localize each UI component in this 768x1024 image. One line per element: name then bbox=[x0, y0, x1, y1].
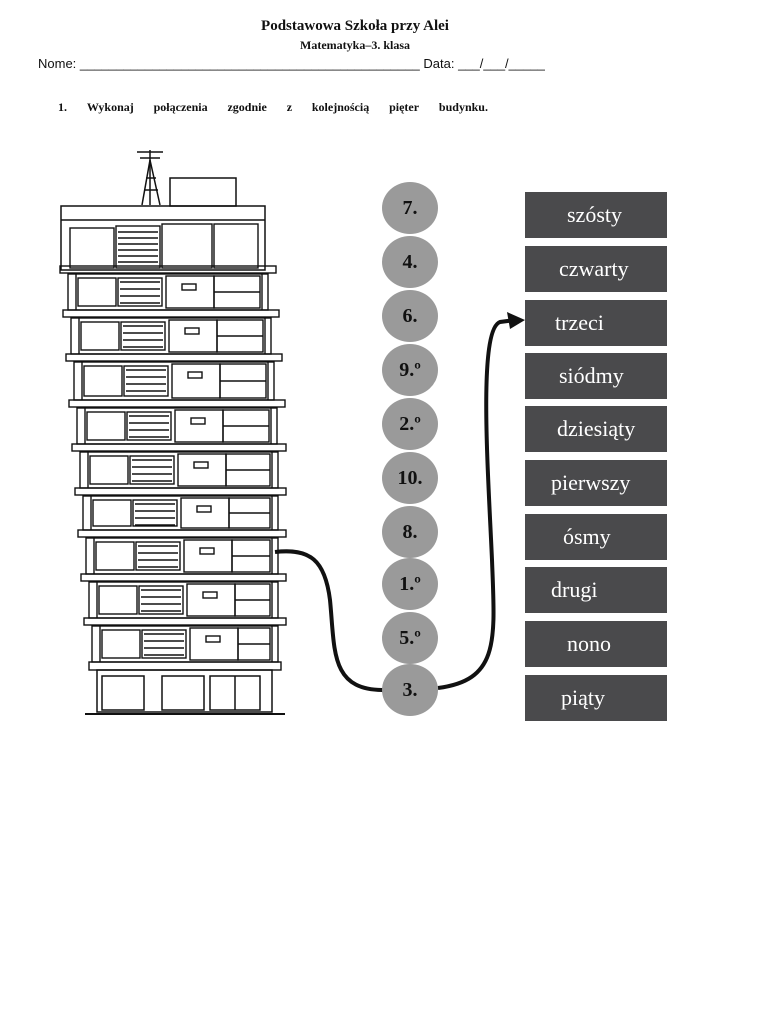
word-box[interactable]: ósmy bbox=[525, 514, 667, 560]
instruction-word: budynku. bbox=[438, 100, 488, 114]
ordinal-circle[interactable]: 1.º bbox=[382, 558, 438, 610]
connection-line-right bbox=[437, 318, 516, 690]
word-box[interactable]: nono bbox=[525, 621, 667, 667]
name-blank[interactable]: ________________________________________… bbox=[79, 56, 420, 71]
instruction-word: pięter bbox=[389, 100, 420, 114]
ordinal-circle[interactable]: 4. bbox=[382, 236, 438, 288]
connection-line-left bbox=[274, 549, 384, 692]
instruction-word: kolejnością bbox=[311, 100, 370, 114]
ordinal-circle[interactable]: 5.º bbox=[382, 612, 438, 664]
instruction-word: zgodnie bbox=[227, 100, 267, 114]
instruction-word: połączenia bbox=[153, 100, 208, 114]
word-box[interactable]: trzeci bbox=[525, 300, 667, 346]
name-date-line: Nome: __________________________________… bbox=[38, 56, 598, 71]
name-label: Nome: bbox=[38, 56, 77, 71]
word-box[interactable]: dziesiąty bbox=[525, 406, 667, 452]
ordinal-circle[interactable]: 9.º bbox=[382, 344, 438, 396]
ordinal-circle[interactable]: 7. bbox=[382, 182, 438, 234]
arrow-head bbox=[507, 312, 525, 329]
word-box[interactable]: czwarty bbox=[525, 246, 667, 292]
task-instruction: 1. Wykonaj połączenia zgodnie z kolejnoś… bbox=[58, 100, 488, 115]
roof-box bbox=[169, 177, 237, 207]
word-box[interactable]: siódmy bbox=[525, 353, 667, 399]
building-floors bbox=[59, 223, 287, 671]
school-name: Podstawowa Szkoła przy Alei bbox=[261, 18, 449, 34]
ordinal-circle[interactable]: 6. bbox=[382, 290, 438, 342]
task-number: 1. bbox=[58, 100, 67, 114]
word-box[interactable]: piąty bbox=[525, 675, 667, 721]
subject-title: Matematyka–3. klasa bbox=[300, 38, 410, 52]
date-blank[interactable]: ___/___/_____ bbox=[458, 56, 545, 71]
ordinal-circle[interactable]: 3. bbox=[382, 664, 438, 716]
date-label: Data: bbox=[423, 56, 455, 71]
word-box[interactable]: szósty bbox=[525, 192, 667, 238]
instruction-word: Wykonaj bbox=[86, 100, 134, 114]
word-box[interactable]: pierwszy bbox=[525, 460, 667, 506]
instruction-word: z bbox=[286, 100, 293, 114]
word-box[interactable]: drugi bbox=[525, 567, 667, 613]
ordinal-circle[interactable]: 8. bbox=[382, 506, 438, 558]
ordinal-circle[interactable]: 2.º bbox=[382, 398, 438, 450]
ordinal-circle[interactable]: 10. bbox=[382, 452, 438, 504]
